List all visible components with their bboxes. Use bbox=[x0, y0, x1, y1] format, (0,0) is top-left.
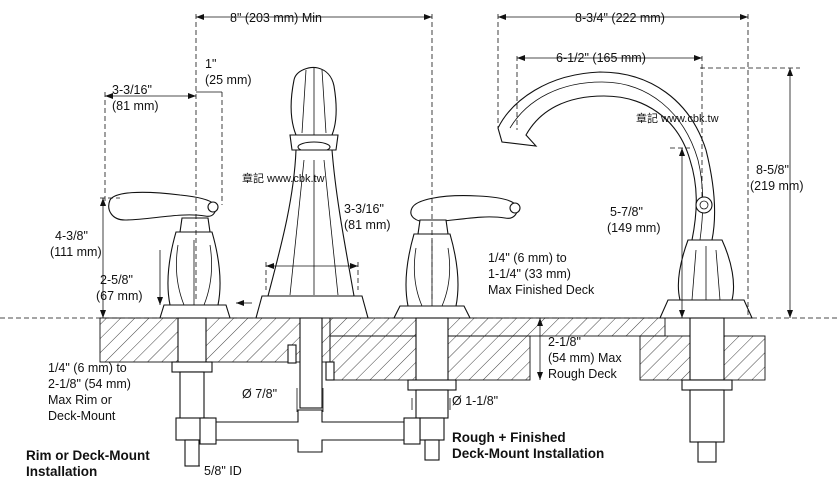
shank-diameter-label: Ø 1-1/8" bbox=[452, 394, 498, 408]
spout-base-mm-label: (81 mm) bbox=[344, 218, 391, 232]
rough-deck-line3: Rough Deck bbox=[548, 367, 618, 381]
finished-deck-line3: Max Finished Deck bbox=[488, 283, 595, 297]
finished-deck-line2: 1-1/4" (33 mm) bbox=[488, 267, 571, 281]
outlet-height-in-label: 5-7/8" bbox=[610, 205, 643, 219]
spout-height-mm-label: (219 mm) bbox=[750, 179, 803, 193]
rough-deck-line2: (54 mm) Max bbox=[548, 351, 622, 365]
spout-height-in-label: 8-5/8" bbox=[756, 163, 789, 177]
left-caption-line2: Installation bbox=[26, 464, 97, 479]
finished-deck-slab bbox=[329, 317, 666, 337]
rim-line2: 2-1/8" (54 mm) bbox=[48, 377, 131, 391]
spout-reach-label: 6-1/2" (165 mm) bbox=[556, 51, 646, 65]
handle-height-mm-label: (111 mm) bbox=[50, 245, 102, 259]
escutcheon-height-in-label: 2-5/8" bbox=[100, 273, 133, 287]
handle-width-mm-label: (81 mm) bbox=[112, 99, 159, 113]
outlet-height-mm-label: (149 mm) bbox=[607, 221, 660, 235]
tube-diameter-label: Ø 7/8" bbox=[242, 387, 277, 401]
escutcheon-height-mm-label: (67 mm) bbox=[96, 289, 143, 303]
right-caption-line2: Deck-Mount Installation bbox=[452, 446, 604, 461]
overall-reach-label: 8-3/4" (222 mm) bbox=[575, 11, 665, 25]
finished-deck-line1: 1/4" (6 mm) to bbox=[488, 251, 567, 265]
left-caption-line1: Rim or Deck-Mount bbox=[26, 448, 150, 463]
rim-line4: Deck-Mount bbox=[48, 409, 116, 423]
rough-deck-line1: 2-1/8" bbox=[548, 335, 581, 349]
dimension-lines bbox=[100, 14, 800, 467]
handle-height-in-label: 4-3/8" bbox=[55, 229, 88, 243]
dimension-labels: 8" (203 mm) Min 8-3/4" (222 mm) 6-1/2" (… bbox=[26, 11, 803, 479]
cross-tube bbox=[199, 409, 421, 453]
watermark-left: 章記 www.cbk.tw bbox=[242, 171, 325, 185]
side-profile-spout bbox=[497, 71, 753, 463]
handle-width-in-label: 3-3/16" bbox=[112, 83, 152, 97]
right-caption-line1: Rough + Finished bbox=[452, 430, 566, 445]
rim-line1: 1/4" (6 mm) to bbox=[48, 361, 127, 375]
handle-offset-in-label: 1" bbox=[205, 57, 216, 71]
inlet-id-label: 5/8" ID bbox=[204, 464, 242, 478]
watermark-right: 章記 www.cbk.tw bbox=[636, 111, 719, 125]
spread-min-label: 8" (203 mm) Min bbox=[230, 11, 322, 25]
center-spout-body bbox=[255, 66, 369, 409]
handle-offset-mm-label: (25 mm) bbox=[205, 73, 252, 87]
rim-line3: Max Rim or bbox=[48, 393, 112, 407]
spout-base-in-label: 3-3/16" bbox=[344, 202, 384, 216]
